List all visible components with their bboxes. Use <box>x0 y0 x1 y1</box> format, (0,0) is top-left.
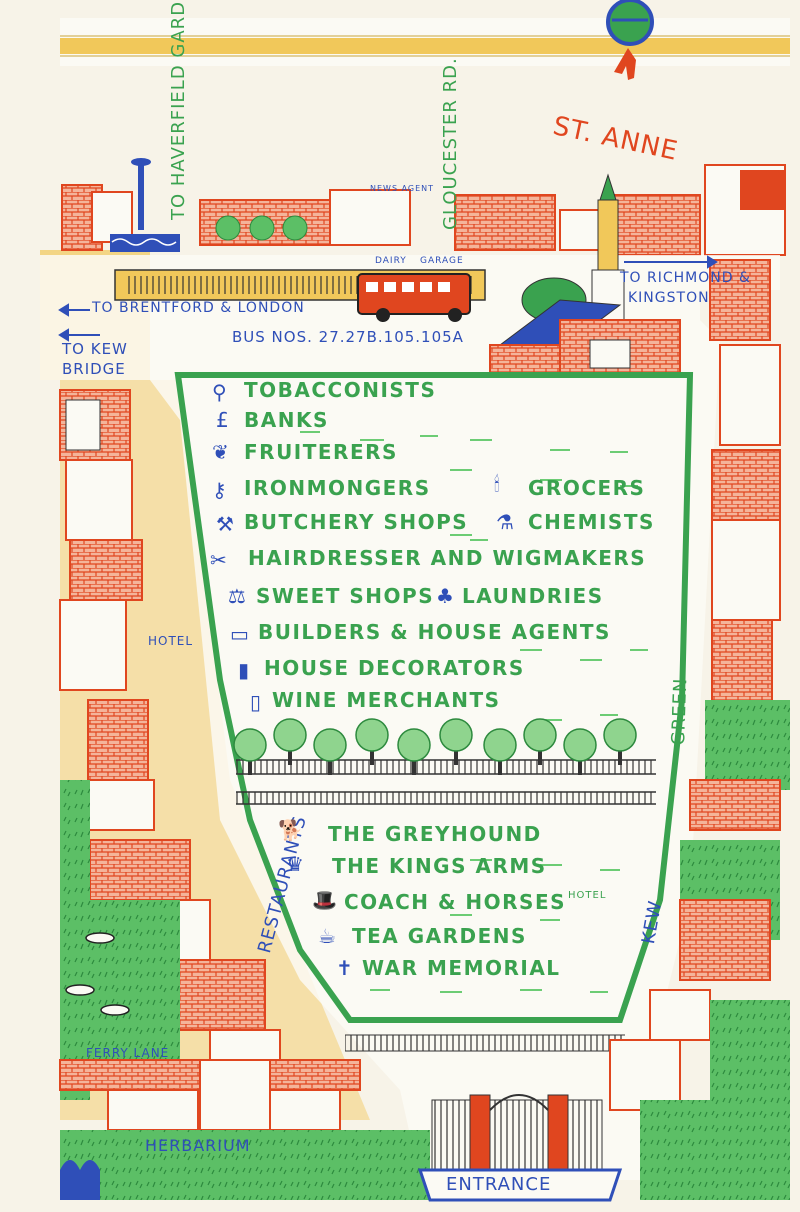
pub-war-memorial: WAR MEMORIAL <box>362 956 561 980</box>
tree <box>355 718 389 765</box>
entrance-label: ENTRANCE <box>446 1174 552 1195</box>
to-haverfield-label: TO HAVERFIELD GARDEN <box>168 0 189 220</box>
wine-bottle-icon: ▯ <box>250 690 262 714</box>
shop-ironmongers: IRONMONGERS <box>244 476 431 500</box>
news-agent-label: NEWS AGENT <box>370 184 435 193</box>
green-label: GREEN <box>668 677 692 746</box>
hotel-left-label: HOTEL <box>148 634 194 648</box>
clock-tower-icon <box>131 158 151 230</box>
fruit-icon: ❦ <box>212 440 229 464</box>
pub-kings-arms: THE KINGS ARMS <box>332 854 547 878</box>
shop-builders: BUILDERS & HOUSE AGENTS <box>258 620 611 644</box>
to-brentford-label: TO BRENTFORD & LONDON <box>92 300 305 316</box>
pub-tea-gardens: TEA GARDENS <box>352 924 527 948</box>
shop-butchery: BUTCHERY SHOPS <box>244 510 469 534</box>
tree <box>563 728 597 775</box>
shop-tobacconists: TOBACCONISTS <box>244 378 437 402</box>
tree <box>483 728 517 775</box>
dairy-label: DAIRY <box>375 256 407 266</box>
herbarium-label: HERBARIUM <box>145 1136 251 1155</box>
shop-chemists: CHEMISTS <box>528 510 655 534</box>
scales-icon: ⚖ <box>228 584 246 608</box>
tea-garden-lawn <box>60 900 180 1060</box>
tree <box>233 728 267 775</box>
right-buildings <box>609 259 790 1200</box>
entrance-gates <box>431 1094 603 1176</box>
shop-grocers: GROCERS <box>528 476 646 500</box>
top-trees <box>215 215 308 241</box>
teacup-icon: ☕ <box>318 924 336 948</box>
bottle-icon: ⚗ <box>496 510 514 534</box>
to-kew-label: TO KEW <box>62 340 128 358</box>
greyhound-icon: 🐕 <box>278 818 303 842</box>
shop-house-decorators: HOUSE DECORATORS <box>264 656 525 680</box>
top-hat-icon: 🎩 <box>312 888 337 912</box>
herbarium-buildings <box>59 1059 430 1200</box>
cross-icon: ✝ <box>336 956 353 980</box>
tree <box>313 728 347 775</box>
shop-laundries: LAUNDRIES <box>462 584 604 608</box>
shop-wine-merchants: WINE MERCHANTS <box>272 688 501 712</box>
brush-icon: ▮ <box>238 658 250 682</box>
tree <box>439 718 473 765</box>
shirt-icon: ♣ <box>436 584 454 608</box>
pound-icon: £ <box>216 408 229 432</box>
scissors-icon: ✂ <box>210 548 227 572</box>
tree <box>273 718 307 765</box>
shop-hairdresser: HAIRDRESSER AND WIGMAKERS <box>248 546 647 570</box>
tree <box>397 728 431 775</box>
top-border-band <box>60 38 790 54</box>
crest-icon: ♛ <box>286 852 304 876</box>
kingston-label: KINGSTON <box>628 290 710 306</box>
direction-arrows <box>58 255 718 342</box>
tree <box>523 718 557 765</box>
candle-icon: 🕯 <box>494 472 500 496</box>
garage-label: GARAGE <box>420 256 464 266</box>
shop-sweet-shops: SWEET SHOPS <box>256 584 435 608</box>
hotel-right-label: HOTEL <box>568 890 607 901</box>
bottom-fence <box>345 1035 625 1051</box>
pub-greyhound: THE GREYHOUND <box>328 822 542 846</box>
pub-coach-horses: COACH & HORSES <box>344 890 567 914</box>
to-richmond-label: TO RICHMOND & <box>620 270 751 286</box>
cleaver-icon: ⚒ <box>216 512 234 536</box>
key-icon: ⚷ <box>212 478 227 502</box>
bridge-label: BRIDGE <box>62 360 126 378</box>
tree <box>603 718 637 765</box>
ferry-lane-label: FERRY LANE <box>86 1046 170 1060</box>
ruler-icon: ▭ <box>230 622 249 646</box>
tree-row-trees <box>233 718 637 775</box>
shop-fruiterers: FRUITERERS <box>244 440 398 464</box>
entrance-banner <box>417 1168 623 1202</box>
gloucester-rd-label: GLOUCESTER RD. <box>440 57 461 230</box>
bus-icon <box>357 273 471 322</box>
grass-marks <box>300 431 648 993</box>
tea-tables <box>65 932 130 1016</box>
globe-icon <box>606 0 654 80</box>
shop-banks: BANKS <box>244 408 329 432</box>
pipe-icon: ⚲ <box>212 380 227 404</box>
bus-nos-label: BUS NOS. 27.27B.105.105A <box>232 328 464 346</box>
